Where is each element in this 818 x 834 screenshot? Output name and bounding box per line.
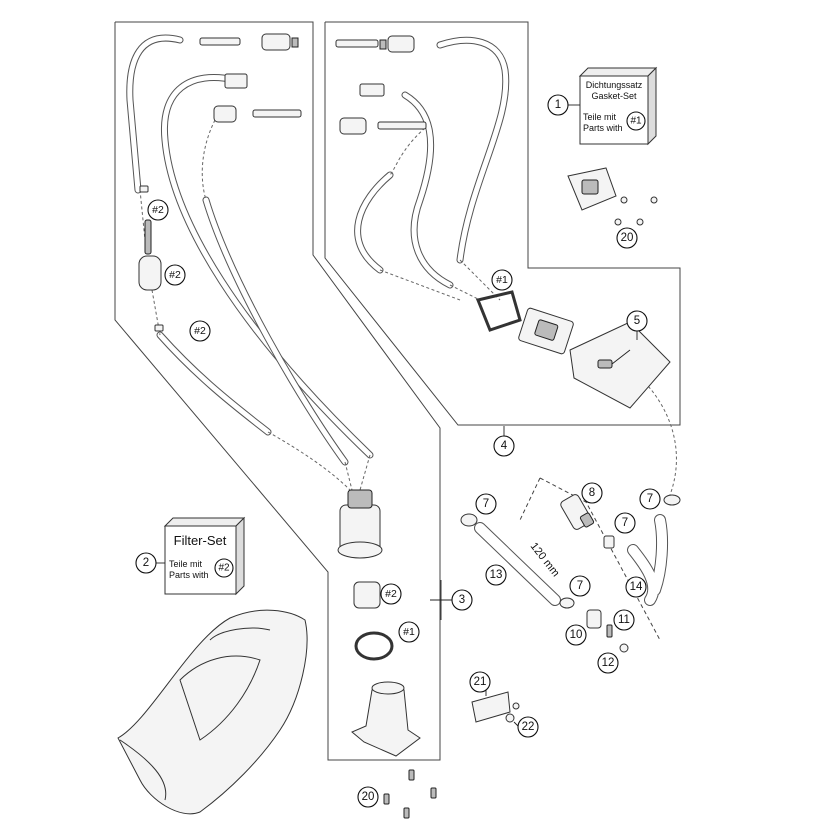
svg-text:5: 5 [634, 315, 640, 327]
svg-text:#2: #2 [169, 269, 181, 281]
svg-text:22: 22 [522, 721, 535, 733]
callout-22: 22 [517, 716, 539, 738]
svg-text:7: 7 [483, 498, 489, 510]
svg-text:20: 20 [362, 791, 375, 803]
gasket-line1: Dichtungssatz [586, 80, 643, 90]
svg-text:3: 3 [459, 594, 465, 606]
group-frame-3 [114, 21, 441, 761]
callout-7a: 7 [475, 493, 497, 515]
callout-3: 3 [451, 589, 473, 611]
filter-line4: Parts with [169, 570, 209, 580]
callout-1: 1 [547, 94, 569, 116]
callout-7c: 7 [614, 512, 636, 534]
gasket-line4: Parts with [583, 123, 623, 133]
callout-7b: 7 [639, 488, 661, 510]
callout-4: 4 [493, 435, 515, 457]
filter-set-box: Filter-Set Teile mit Parts with #2 [163, 516, 246, 596]
svg-text:7: 7 [647, 493, 653, 505]
group-frame-4 [324, 21, 681, 426]
callout-7d: 7 [569, 575, 591, 597]
gasket-ref: #1 [630, 116, 642, 127]
svg-text:#1: #1 [496, 274, 508, 286]
callout-10: 10 [565, 624, 587, 646]
gasket-line2: Gasket-Set [591, 91, 637, 101]
svg-text:7: 7 [622, 517, 628, 529]
filter-title: Filter-Set [174, 533, 227, 548]
callout-h1b: #1 [398, 621, 420, 643]
svg-text:14: 14 [630, 581, 643, 593]
callout-8: 8 [581, 482, 603, 504]
svg-text:#2: #2 [152, 204, 164, 216]
callout-h2b: #2 [164, 264, 186, 286]
svg-text:10: 10 [570, 629, 583, 641]
svg-text:#2: #2 [194, 325, 206, 337]
svg-text:12: 12 [602, 657, 615, 669]
svg-text:1: 1 [555, 99, 561, 111]
callout-12: 12 [597, 652, 619, 674]
svg-text:4: 4 [501, 440, 508, 452]
callout-h2a: #2 [147, 199, 169, 221]
callout-h2c: #2 [189, 320, 211, 342]
gasket-line3: Teile mit [583, 112, 617, 122]
svg-text:2: 2 [143, 557, 149, 569]
left-hose-assembly [126, 33, 421, 757]
fittings-group [460, 477, 681, 653]
callout-13: 13 [485, 564, 507, 586]
callout-h2d: #2 [380, 583, 402, 605]
callout-14: 14 [625, 576, 647, 598]
bottom-items [383, 691, 520, 819]
callout-20a: 20 [616, 227, 638, 249]
svg-text:#2: #2 [385, 588, 397, 600]
filter-ref: #2 [218, 563, 230, 574]
callout-20b: 20 [357, 786, 379, 808]
filter-line3: Teile mit [169, 559, 203, 569]
connector-housing [567, 167, 658, 226]
svg-text:21: 21 [474, 676, 487, 688]
svg-text:13: 13 [490, 569, 503, 581]
svg-text:20: 20 [621, 232, 634, 244]
svg-text:7: 7 [577, 580, 583, 592]
svg-text:11: 11 [618, 614, 630, 626]
svg-text:8: 8 [589, 487, 595, 499]
svg-text:#1: #1 [403, 626, 415, 638]
callout-5: 5 [626, 310, 648, 332]
right-hose-assembly [335, 35, 677, 496]
callout-h1a: #1 [491, 269, 513, 291]
callout-21: 21 [469, 671, 491, 693]
callout-2: 2 [135, 552, 157, 574]
fuel-tank [117, 609, 308, 815]
gasket-set-box: Dichtungssatz Gasket-Set Teile mit Parts… [578, 66, 658, 146]
callout-11: 11 [613, 609, 635, 631]
